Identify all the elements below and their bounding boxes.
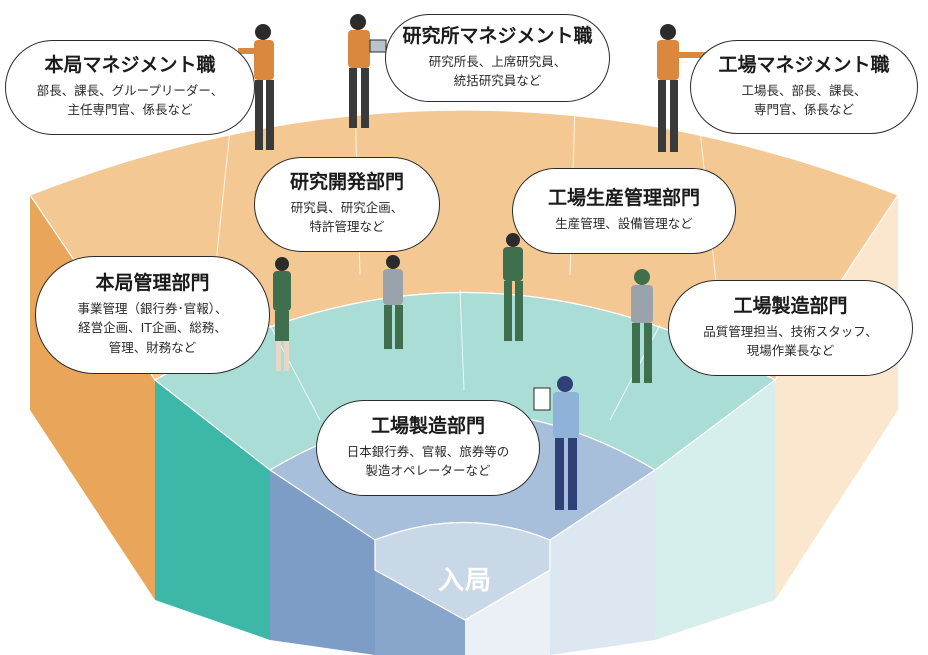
person-kenkyusho-manager bbox=[348, 14, 387, 128]
core-left-face bbox=[375, 570, 465, 655]
bubble-title: 研究開発部門 bbox=[289, 171, 404, 194]
core-right-face bbox=[465, 570, 550, 655]
bubble-desc-line-1: 日本銀行券、官報、旅券等の bbox=[346, 443, 510, 459]
person-kanri-staff bbox=[273, 257, 291, 371]
bubble-factory-manufacturing-upper: 工場製造部門 品質管理担当、技術スタッフ、 現場作業長など bbox=[668, 280, 913, 376]
bubble-desc-line-2: 現場作業長など bbox=[746, 342, 835, 358]
bubble-factory-manufacturing-lower: 工場製造部門 日本銀行券、官報、旅券等の 製造オペレーターなど bbox=[316, 400, 540, 496]
bubble-title: 工場製造部門 bbox=[733, 294, 848, 317]
middle-tier-left-face bbox=[155, 380, 270, 640]
inner-tier-right-face bbox=[550, 470, 655, 655]
middle-tier-right-face bbox=[655, 380, 775, 640]
bubble-title: 工場製造部門 bbox=[370, 414, 485, 437]
bubble-title: 研究所マネジメント職 bbox=[402, 24, 593, 47]
bubble-desc-line-2: 専門官、係長など bbox=[753, 101, 854, 117]
person-operator bbox=[533, 376, 579, 510]
bubble-desc-line-2: 統括研究員など bbox=[453, 72, 542, 88]
bubble-title: 本局管理部門 bbox=[95, 272, 210, 295]
bubble-desc-line-2: 経営企画、IT企画、総務、 bbox=[78, 320, 227, 336]
inner-tier-left-face bbox=[270, 470, 375, 655]
bubble-desc-line-2: 主任専門官、係長など bbox=[67, 102, 193, 118]
person-production-control bbox=[503, 233, 523, 341]
core-top bbox=[374, 521, 551, 621]
bubble-desc-line-2: 特許管理など bbox=[309, 219, 385, 235]
bubble-desc-line-1: 研究所長、上席研究員、 bbox=[428, 53, 567, 69]
person-researcher bbox=[383, 255, 403, 349]
bubble-desc-line-1: 品質管理担当、技術スタッフ、 bbox=[703, 323, 878, 339]
bubble-desc-line-1: 生産管理、設備管理など bbox=[555, 216, 693, 232]
person-kojo-manager bbox=[657, 24, 706, 152]
bubble-desc-line-1: 部長、課長、グループリーダー、 bbox=[36, 83, 224, 99]
bubble-kenkyusho-management: 研究所マネジメント職 研究所長、上席研究員、 統括研究員など bbox=[385, 14, 610, 102]
entry-label: 入局 bbox=[437, 566, 492, 596]
bubble-research-dept: 研究開発部門 研究員、研究企画、 特許管理など bbox=[254, 157, 440, 252]
bubble-honkyoku-admin-dept: 本局管理部門 事業管理（銀行券･官報）、 経営企画、IT企画、総務、 管理、財務… bbox=[35, 256, 270, 374]
person-quality-staff bbox=[631, 269, 653, 383]
bubble-honkyoku-management: 本局マネジメント職 部長、課長、グループリーダー、 主任専門官、係長など bbox=[5, 40, 255, 135]
bubble-desc-line-3: 管理、財務など bbox=[108, 339, 197, 355]
bubble-title: 工場マネジメント職 bbox=[718, 53, 890, 76]
person-honkyoku-manager bbox=[238, 24, 274, 150]
bubble-production-control-dept: 工場生産管理部門 生産管理、設備管理など bbox=[512, 168, 736, 254]
bubble-kojo-management: 工場マネジメント職 工場長、部長、課長、 専門官、係長など bbox=[690, 40, 918, 134]
bubble-desc-line-1: 工場長、部長、課長、 bbox=[741, 82, 867, 98]
bubble-title: 工場生産管理部門 bbox=[547, 187, 700, 210]
bubble-title: 本局マネジメント職 bbox=[44, 54, 216, 77]
bubble-desc-line-1: 事業管理（銀行券･官報）、 bbox=[77, 300, 228, 316]
bubble-desc-line-2: 製造オペレーターなど bbox=[365, 462, 491, 478]
bubble-desc-line-1: 研究員、研究企画、 bbox=[290, 200, 404, 216]
